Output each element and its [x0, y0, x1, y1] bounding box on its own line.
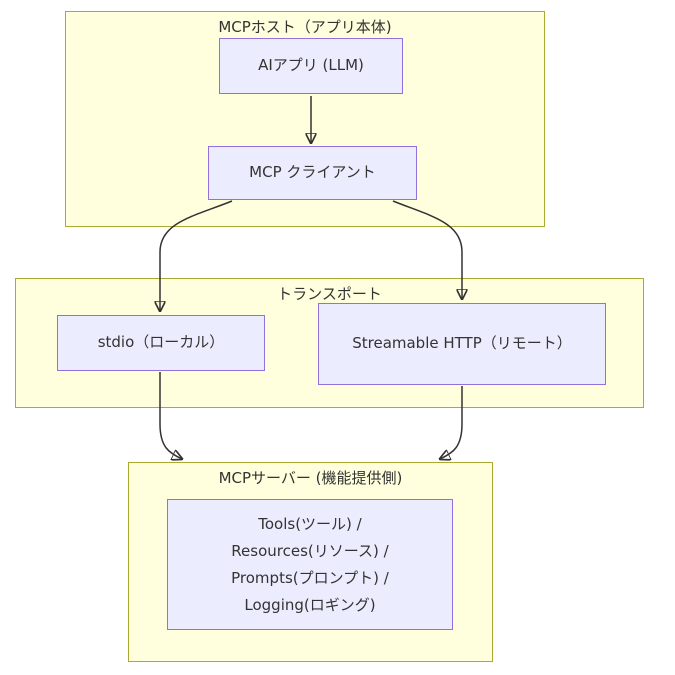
cluster-mcp-server-title: MCPサーバー (機能提供側)	[218, 469, 403, 487]
cluster-transport-title: トランスポート	[277, 285, 382, 303]
node-server-features-line: Tools(ツール) /	[258, 514, 362, 533]
node-server-features-line: Resources(リソース) /	[231, 541, 389, 560]
cluster-mcp-host-title: MCPホスト（アプリ本体)	[218, 18, 392, 36]
node-mcp-client-label: MCP クライアント	[249, 163, 376, 182]
node-streamable-http: Streamable HTTP（リモート）	[318, 303, 606, 385]
node-ai-app: AIアプリ (LLM)	[219, 38, 403, 94]
node-streamable-http-label: Streamable HTTP（リモート）	[352, 334, 572, 353]
node-server-features: Tools(ツール) / Resources(リソース) / Prompts(プ…	[167, 499, 453, 630]
node-server-features-line: Prompts(プロンプト) /	[231, 568, 389, 587]
node-stdio-label: stdio（ローカル）	[97, 333, 225, 352]
node-mcp-client: MCP クライアント	[208, 146, 417, 200]
node-ai-app-label: AIアプリ (LLM)	[258, 56, 364, 75]
node-server-features-line: Logging(ロギング)	[244, 595, 376, 614]
node-stdio: stdio（ローカル）	[57, 315, 265, 371]
